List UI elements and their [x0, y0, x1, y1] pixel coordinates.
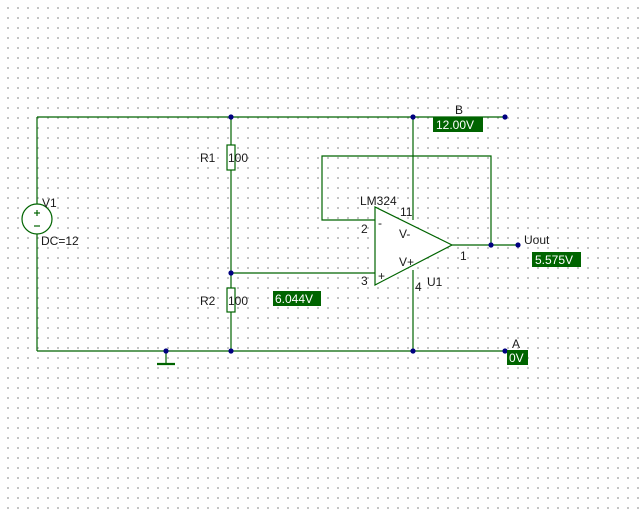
- opamp-name-label: U1: [427, 275, 443, 289]
- voltage-node-b: 12.00V: [436, 118, 474, 132]
- r2-value-label: 100: [228, 294, 248, 308]
- opamp-minus-sign: -: [378, 216, 382, 230]
- junction-node: [228, 270, 234, 276]
- opamp-part-label: LM324: [360, 194, 397, 208]
- junction-node: [228, 114, 234, 120]
- voltage-source-v1[interactable]: [21, 203, 53, 235]
- node-a-label: A: [512, 337, 520, 351]
- v1-name-label: V1: [42, 196, 57, 210]
- junction-node: [410, 114, 416, 120]
- opamp-vplus-label: V+: [399, 255, 414, 269]
- junction-node: [502, 114, 508, 120]
- junction-node: [502, 348, 508, 354]
- r1-name-label: R1: [200, 151, 216, 165]
- r2-name-label: R2: [200, 294, 216, 308]
- opamp-vminus-label: V-: [399, 227, 410, 241]
- pin-vneg-label: 11: [400, 205, 413, 219]
- uout-label: Uout: [524, 233, 550, 247]
- voltage-uout: 5.575V: [535, 253, 573, 267]
- voltage-tag-node-a[interactable]: 0V: [507, 350, 528, 365]
- junction-nodes: [163, 114, 521, 354]
- resistor-r2[interactable]: [226, 287, 236, 313]
- voltage-node-a: 0V: [509, 351, 524, 365]
- v1-value-label: DC=12: [41, 234, 79, 248]
- node-b-label: B: [455, 103, 463, 117]
- voltage-tag-node-b[interactable]: 12.00V: [433, 117, 483, 132]
- opamp-u1[interactable]: [374, 206, 454, 286]
- voltage-tag-uout[interactable]: 5.575V: [532, 252, 581, 267]
- pin-noninverting-label: 3: [361, 274, 368, 288]
- pin-vpos-label: 4: [415, 280, 422, 294]
- resistor-r1[interactable]: [226, 144, 236, 171]
- r1-value-label: 100: [228, 151, 248, 165]
- junction-node: [228, 348, 234, 354]
- opamp-plus-sign: +: [378, 269, 385, 283]
- voltage-divider: 6.044V: [275, 292, 313, 306]
- junction-node: [163, 348, 169, 354]
- junction-node: [515, 242, 521, 248]
- voltage-tag-divider[interactable]: 6.044V: [273, 291, 321, 306]
- wire-feedback[interactable]: [321, 155, 492, 245]
- pin-output-label: 1: [460, 249, 467, 263]
- junction-node: [410, 348, 416, 354]
- junction-node: [488, 242, 494, 248]
- pin-inverting-label: 2: [361, 222, 368, 236]
